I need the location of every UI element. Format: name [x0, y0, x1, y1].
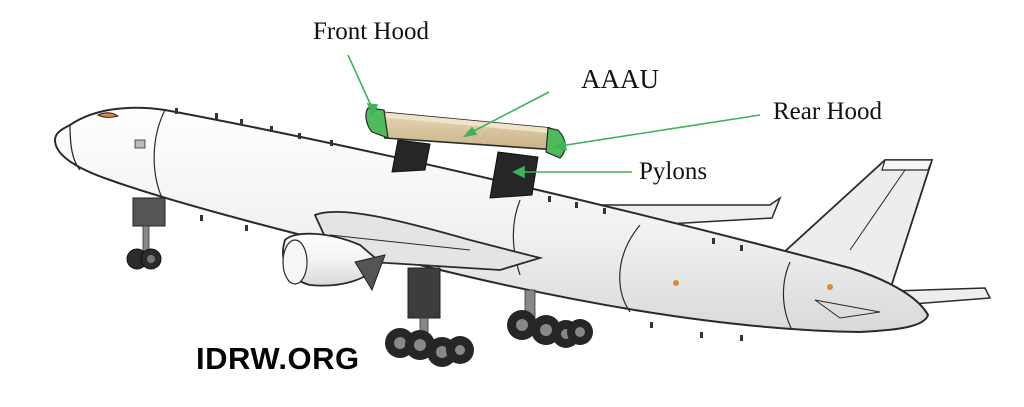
pylon-front — [391, 139, 431, 173]
main-gear-front — [385, 267, 474, 367]
nose-gear — [126, 197, 166, 270]
pointer-lines — [347, 54, 761, 179]
label-pylons: Pylons — [639, 158, 708, 185]
watermark: IDRW.ORG — [196, 341, 360, 376]
label-rear-hood: Rear Hood — [773, 98, 882, 125]
fuselage — [53, 106, 930, 334]
label-aaau: AAAU — [581, 64, 659, 94]
pylons — [391, 139, 539, 199]
label-front-hood: Front Hood — [313, 18, 429, 45]
front-hood — [365, 107, 389, 139]
pylon-rear — [489, 151, 539, 199]
main-gear-rear — [507, 289, 593, 348]
